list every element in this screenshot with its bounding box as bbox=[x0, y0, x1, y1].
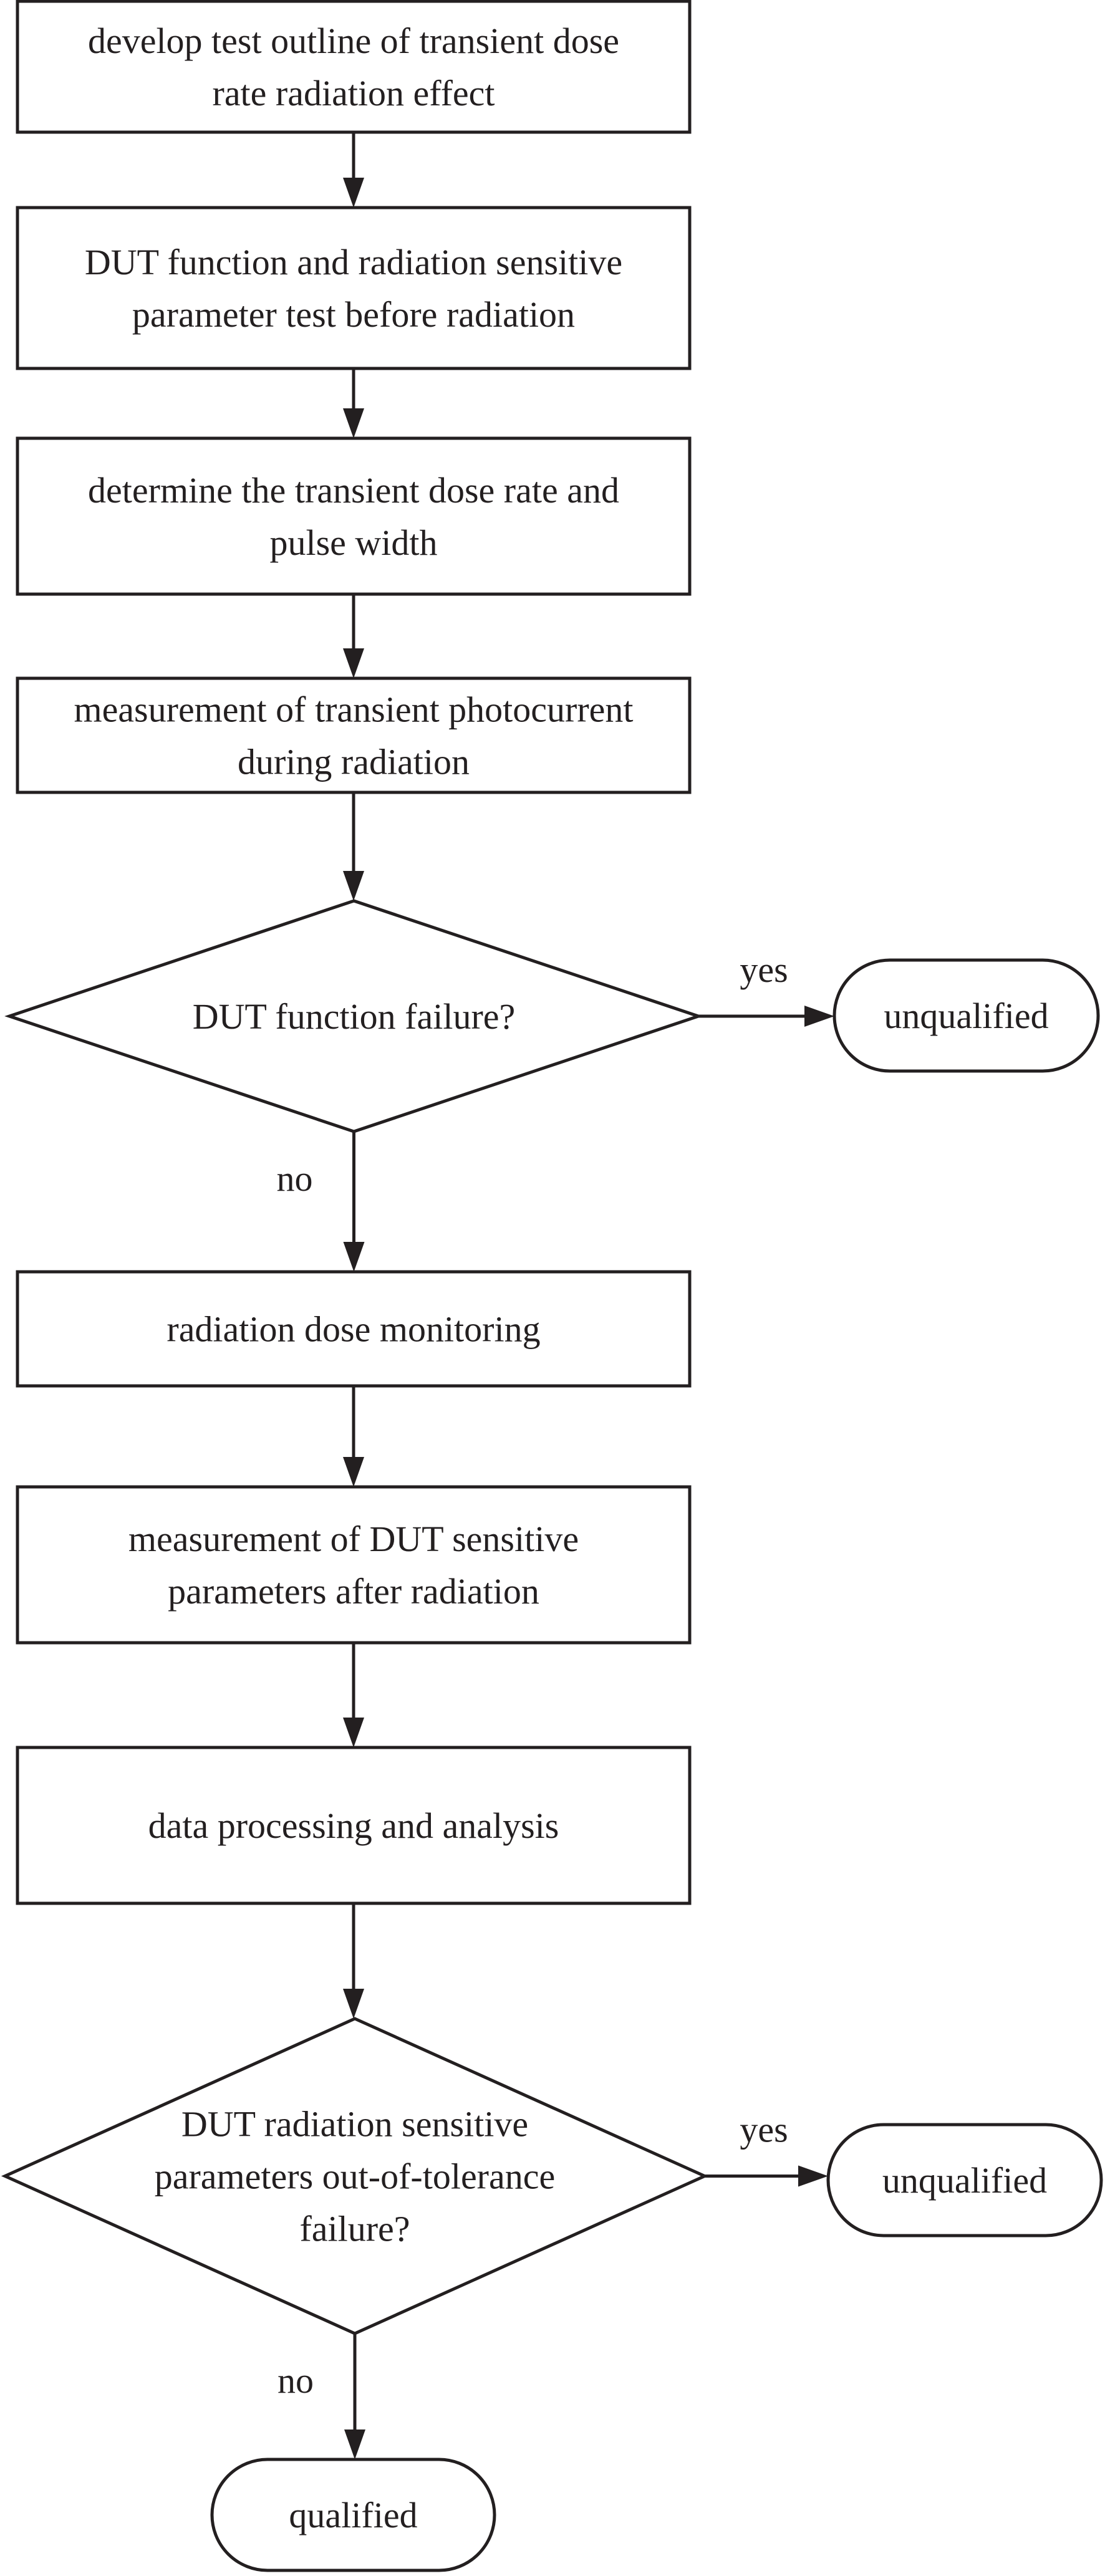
node-label-line: unqualified bbox=[882, 2160, 1047, 2201]
node-label-line: measurement of transient photocurrent bbox=[74, 690, 633, 730]
node-label-line: DUT function failure? bbox=[193, 996, 516, 1037]
arrowhead-icon bbox=[343, 1718, 364, 1747]
arrow-function-failure-decision-to-dose-monitoring bbox=[343, 1132, 365, 1272]
arrow-tolerance-failure-decision-to-qualified bbox=[344, 2333, 365, 2459]
node-function-failure-decision: DUT function failure? bbox=[4, 899, 703, 1133]
arrow-determine-dose-rate-to-photocurrent-measurement bbox=[343, 594, 364, 678]
arrowhead-icon bbox=[343, 1457, 364, 1487]
process-box bbox=[16, 436, 692, 596]
node-label-line: pulse width bbox=[269, 522, 437, 563]
arrowhead-icon bbox=[798, 2165, 828, 2187]
node-post-radiation-measurement: measurement of DUT sensitive parameters a… bbox=[16, 1485, 692, 1645]
terminal-pill bbox=[832, 958, 1100, 1073]
node-label-line: qualified bbox=[289, 2495, 417, 2535]
arrowhead-icon bbox=[343, 648, 364, 678]
node-data-analysis: data processing and analysis bbox=[16, 1746, 692, 1905]
node-label-line: parameters out-of-tolerance bbox=[155, 2156, 555, 2197]
edge-label-no: no bbox=[277, 1158, 313, 1199]
arrow-dose-monitoring-to-post-radiation-measurement bbox=[343, 1386, 364, 1487]
edge-label-no: no bbox=[277, 2360, 314, 2401]
node-label-line: radiation dose monitoring bbox=[166, 1309, 540, 1350]
terminal-pill bbox=[210, 2458, 496, 2572]
arrowhead-icon bbox=[343, 871, 364, 901]
node-label-line: DUT function and radiation sensitive bbox=[85, 242, 622, 282]
arrowhead-icon bbox=[344, 2429, 365, 2459]
node-dose-monitoring: radiation dose monitoring bbox=[16, 1270, 692, 1388]
node-tolerance-failure-decision: DUT radiation sensitive parameters out-of… bbox=[1, 2017, 709, 2335]
process-box bbox=[16, 0, 692, 134]
arrowhead-icon bbox=[343, 178, 364, 208]
arrowhead-icon bbox=[343, 1242, 365, 1272]
node-pre-radiation-test: DUT function and radiation sensitive para… bbox=[16, 206, 692, 370]
process-box bbox=[16, 1746, 692, 1905]
node-qualified: qualified bbox=[210, 2458, 496, 2572]
process-box bbox=[16, 1485, 692, 1645]
node-label-line: parameter test before radiation bbox=[132, 294, 575, 335]
node-label-line: unqualified bbox=[884, 996, 1048, 1036]
node-photocurrent-measurement: measurement of transient photocurrent dur… bbox=[16, 676, 692, 794]
process-box bbox=[16, 676, 692, 794]
process-box bbox=[16, 206, 692, 370]
arrow-pre-radiation-test-to-determine-dose-rate bbox=[343, 368, 364, 438]
arrowhead-icon bbox=[343, 408, 364, 438]
node-develop-outline: develop test outline of transient dose ra… bbox=[16, 0, 692, 134]
arrow-function-failure-decision-to-unqualified-1 bbox=[698, 1006, 834, 1027]
arrow-post-radiation-measurement-to-data-analysis bbox=[343, 1643, 364, 1747]
decision-diamond bbox=[1, 2017, 709, 2335]
node-label-line: rate radiation effect bbox=[213, 73, 495, 113]
node-label-line: during radiation bbox=[238, 742, 470, 782]
node-label-line: data processing and analysis bbox=[148, 1805, 559, 1846]
node-label-line: develop test outline of transient dose bbox=[88, 21, 619, 61]
arrow-photocurrent-measurement-to-function-failure-decision bbox=[343, 792, 364, 901]
node-label-line: determine the transient dose rate and bbox=[88, 470, 619, 511]
node-unqualified-2: unqualified bbox=[826, 2123, 1103, 2237]
node-unqualified-1: unqualified bbox=[832, 958, 1100, 1073]
arrowhead-icon bbox=[343, 1989, 364, 2019]
edge-label-yes: yes bbox=[740, 2110, 788, 2150]
node-label-line: measurement of DUT sensitive bbox=[128, 1519, 579, 1559]
terminal-pill bbox=[826, 2123, 1103, 2237]
node-label-line: parameters after radiation bbox=[168, 1571, 539, 1612]
node-determine-dose-rate: determine the transient dose rate and pul… bbox=[16, 436, 692, 596]
arrow-develop-outline-to-pre-radiation-test bbox=[343, 132, 364, 208]
arrow-tolerance-failure-decision-to-unqualified-2 bbox=[705, 2165, 828, 2187]
node-label-line: failure? bbox=[299, 2209, 410, 2249]
edge-label-yes: yes bbox=[740, 949, 788, 990]
arrow-data-analysis-to-tolerance-failure-decision bbox=[343, 1903, 364, 2019]
arrowhead-icon bbox=[804, 1006, 834, 1027]
decision-diamond bbox=[4, 899, 703, 1133]
node-label-line: DUT radiation sensitive bbox=[181, 2104, 528, 2145]
process-box bbox=[16, 1270, 692, 1388]
